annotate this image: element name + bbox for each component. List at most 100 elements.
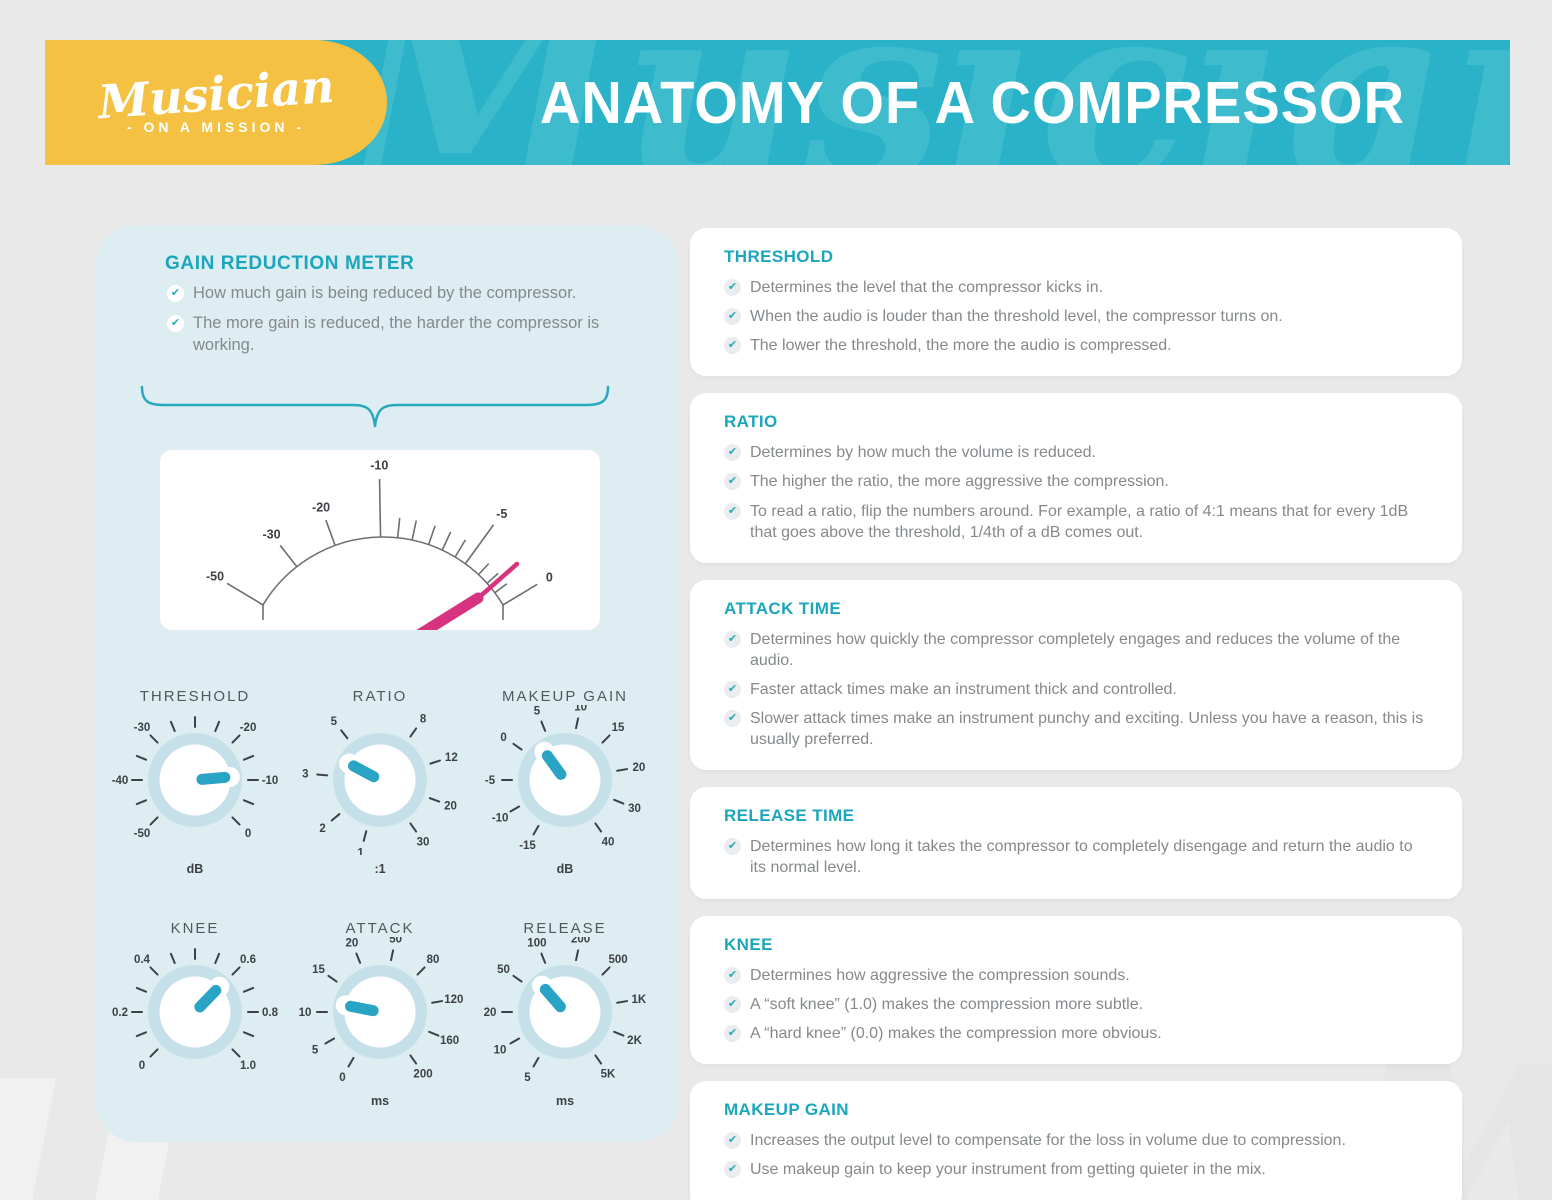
card-bullet-list: ✔ Increases the output level to compensat… [724,1130,1432,1180]
svg-text:12: 12 [445,752,458,764]
definition-cards: THRESHOLD ✔ Determines the level that the … [690,228,1462,1200]
bullet-item: ✔ Use makeup gain to keep your instrument… [724,1159,1432,1180]
svg-text:30: 30 [628,803,641,815]
card-bullet-list: ✔ Determines how aggressive the compressi… [724,965,1432,1044]
bullet-text: The lower the threshold, the more the au… [750,337,1172,355]
logo-tagline: - ON A MISSION - [126,118,306,135]
card-bullet-list: ✔ Determines how quickly the compressor c… [724,629,1432,751]
svg-text:5: 5 [312,1045,319,1057]
bullet-text: Determines the level that the compressor… [750,279,1104,296]
check-icon: ✔ [724,1024,741,1042]
card-makeup-gain: MAKEUP GAIN✔Increases the output level t… [690,1080,1462,1200]
knob-pointer-icon [539,983,566,1013]
meter-needle-icon [416,561,520,630]
card-knee: KNEE✔Determines how aggressive the compr… [690,915,1462,1064]
svg-text:20: 20 [444,801,457,813]
knob-title: RELEASE [523,920,607,937]
svg-text:-50: -50 [206,569,224,583]
knob-title: ATTACK [345,920,415,937]
svg-text:0: 0 [500,732,506,744]
check-icon: ✔ [724,630,741,648]
svg-text:-10: -10 [492,813,509,825]
bullet-text: Increases the output level to compensate… [750,1131,1346,1149]
check-icon: ✔ [724,710,741,728]
svg-text:8: 8 [420,714,427,726]
card-bullet-list: ✔ Determines by how much the volume is re… [724,442,1432,542]
brand-logo: Musician - ON A MISSION - [45,40,387,165]
svg-text:80: 80 [427,954,440,966]
card-bullet-list: ✔ Determines the level that the compresso… [724,277,1432,356]
bullet-text: The higher the ratio, the more aggressiv… [750,473,1169,491]
bullet-text: The more gain is reduced, the harder the… [193,313,600,354]
knob-title: KNEE [170,920,220,937]
svg-text:5K: 5K [601,1068,616,1080]
knob-dial[interactable]: -50-40-30-20-100 [100,705,290,855]
bullet-text: Determines how quickly the compressor co… [750,630,1401,669]
bullet-item: ✔A “soft knee” (1.0) makes the compressi… [724,994,1432,1015]
card-heading: RELEASE TIME [724,806,855,826]
vu-meter: -50-30-20-10-50 [206,458,553,630]
knob-unit: :1 [374,862,386,876]
bullet-item: ✔The lower the threshold, the more the a… [724,335,1432,356]
bullet-text: To read a ratio, flip the numbers around… [750,502,1409,541]
logo-script-text: Musician [96,58,336,129]
check-icon: ✔ [724,1160,741,1178]
svg-text:-30: -30 [263,528,281,542]
svg-text:0: 0 [339,1072,345,1084]
bullet-text: Determines by how much the volume is red… [750,444,1096,462]
svg-text:2: 2 [319,823,325,835]
knob-unit: dB [186,862,204,876]
svg-text:0: 0 [245,828,251,840]
bullet-text: A “hard knee” (0.0) makes the compressio… [750,1024,1162,1042]
bullet-item: ✔ Determines how quickly the compressor c… [724,629,1432,671]
bullet-item: ✔ Determines by how much the volume is re… [724,442,1432,463]
bullet-text: Slower attack times make an instrument p… [750,710,1424,749]
knob-title: MAKEUP GAIN [502,688,628,705]
svg-text:10: 10 [494,1045,507,1057]
card-bullet-list: ✔Determines how long it takes the compre… [724,836,1432,878]
check-icon: ✔ [724,308,741,326]
svg-text:5: 5 [534,705,541,717]
bullet-text: Faster attack times make an instrument t… [750,680,1177,698]
header: Musician Musician - ON A MISSION - ANATO… [45,40,1510,165]
svg-text:15: 15 [312,964,325,976]
bullet-item: ✔ The higher the ratio, the more aggressi… [724,471,1432,492]
svg-text:10: 10 [299,1007,312,1019]
svg-text:-50: -50 [134,828,151,840]
knob-pointer-icon [194,984,222,1013]
svg-text:1: 1 [357,847,364,855]
check-icon: ✔ [724,473,741,491]
bullet-text: Determines how aggressive the compressio… [750,966,1130,984]
svg-text:100: 100 [527,937,546,949]
bullet-text: Use makeup gain to keep your instrument … [750,1160,1266,1178]
check-icon: ✔ [724,680,741,698]
svg-text:-30: -30 [134,722,151,734]
svg-text:20: 20 [484,1007,497,1019]
check-icon: ✔ [724,838,741,856]
card-threshold: THRESHOLD ✔ Determines the level that the … [690,228,1462,377]
knob-title: RATIO [352,688,408,705]
knob-pointer-icon [196,771,231,785]
svg-text:2K: 2K [627,1035,642,1047]
bullet-item: ✔Determines how aggressive the compressi… [724,965,1432,986]
card-heading: THRESHOLD [724,247,834,266]
knob-pointer-icon [345,1000,379,1017]
check-icon: ✔ [724,444,741,462]
card-heading: ATTACK TIME [724,598,842,618]
panel-heading: GAIN REDUCTION METER [165,253,415,274]
bullet-text: How much gain is being reduced by the co… [193,284,577,302]
knob-pointer-icon [541,750,567,780]
bullet-item: ✔When the audio is louder than the thres… [724,306,1432,327]
svg-text:1.0: 1.0 [240,1060,256,1072]
